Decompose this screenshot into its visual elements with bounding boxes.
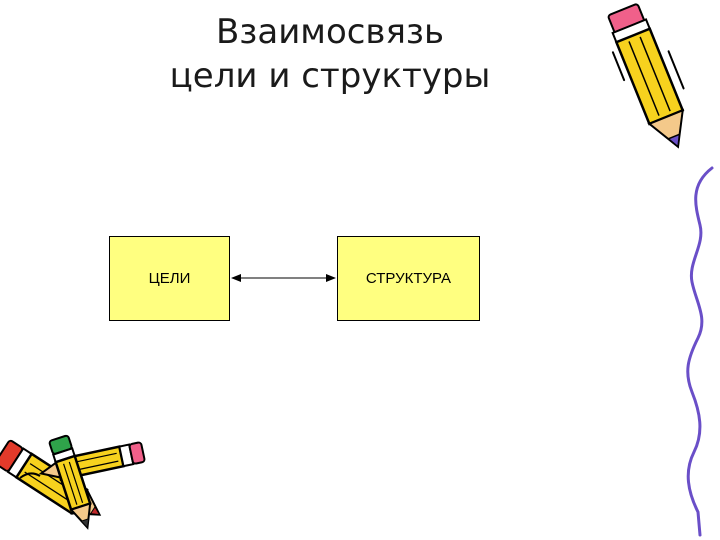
crossed-pencils-icon bbox=[0, 435, 145, 531]
wavy-border-line bbox=[688, 168, 712, 535]
pencil-icon bbox=[599, 0, 703, 156]
